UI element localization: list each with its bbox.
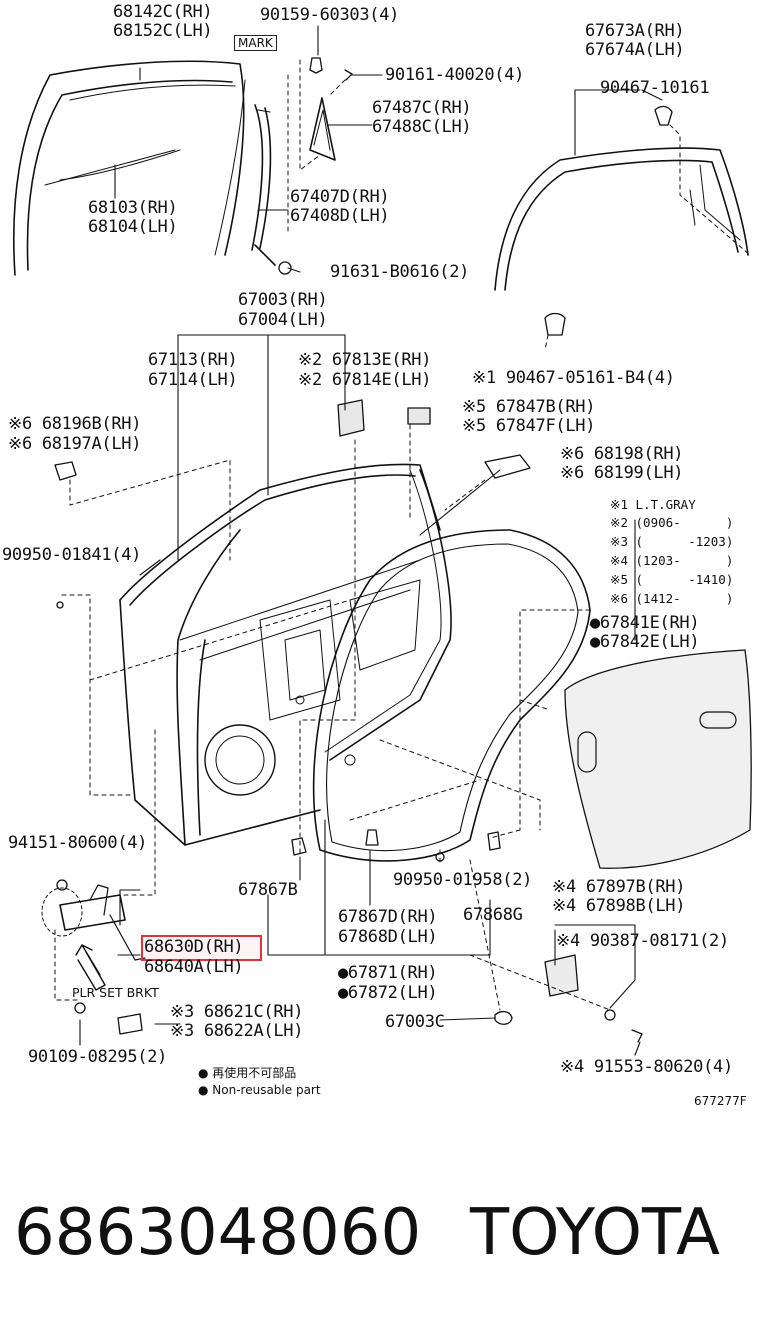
division-bar-drawing [251, 104, 276, 266]
label-90161: 90161-40020(4) [385, 65, 525, 85]
highlight-box [141, 935, 262, 961]
label-67871: ●67871(RH) [338, 963, 438, 983]
note-5: ※5 ( -1410) [610, 572, 734, 587]
label-67408d: 67408D(LH) [290, 206, 390, 226]
label-67003c: 67003C [385, 1012, 445, 1032]
legend-english: ● Non-reusable part [198, 1083, 321, 1097]
label-91553: ※4 91553-80620(4) [560, 1057, 733, 1077]
label-68104: 68104(LH) [88, 217, 178, 237]
door-check-drawing [41, 884, 146, 961]
label-67868d: 67868D(LH) [338, 927, 438, 947]
label-68622a: ※3 68622A(LH) [170, 1021, 304, 1041]
label-67898b: ※4 67898B(LH) [552, 896, 686, 916]
label-67114: 67114(LH) [148, 370, 238, 390]
label-68142c: 68142C(RH) [113, 2, 213, 22]
mark-box: MARK [234, 35, 277, 51]
note-4: ※4 (1203- ) [610, 553, 734, 568]
label-68640a: 68640A(LH) [144, 957, 244, 977]
note-3: ※3 ( -1203) [610, 534, 734, 549]
label-67003: 67003(RH) [238, 290, 328, 310]
label-67847f: ※5 67847F(LH) [462, 416, 596, 436]
label-67673a: 67673A(RH) [585, 21, 685, 41]
label-68199: ※6 68199(LH) [560, 463, 684, 483]
label-91631: 91631-B0616(2) [330, 262, 470, 282]
label-67841e: ●67841E(RH) [590, 613, 700, 633]
label-68630d: 68630D(RH) [144, 937, 244, 957]
door-glass-run-drawing [13, 60, 246, 276]
label-68197a: ※6 68197A(LH) [8, 434, 142, 454]
label-68152c: 68152C(LH) [113, 21, 213, 41]
label-90467-05161: ※1 90467-05161-B4(4) [472, 368, 675, 388]
label-94151: 94151-80600(4) [8, 833, 148, 853]
note-6: ※6 (1412- ) [610, 591, 734, 606]
legend-japanese: ● 再使用不可部品 [198, 1066, 297, 1080]
label-68103: 68103(RH) [88, 198, 178, 218]
note-1: ※1 L.T.GRAY [610, 497, 696, 512]
label-68196b: ※6 68196B(RH) [8, 414, 142, 434]
door-panel-drawing [119, 463, 452, 846]
label-67674a: 67674A(LH) [585, 40, 685, 60]
label-67842e: ●67842E(LH) [590, 632, 700, 652]
door-weatherstrip-drawing [312, 529, 591, 862]
label-68621c: ※3 68621C(RH) [170, 1002, 304, 1022]
label-90950-01958: 90950-01958(2) [393, 870, 533, 890]
rear-glass-run-drawing [494, 147, 749, 291]
label-67847b: ※5 67847B(RH) [462, 397, 596, 417]
label-67113: 67113(RH) [148, 350, 238, 370]
label-90950-01841: 90950-01841(4) [2, 545, 142, 565]
label-67867b: 67867B [238, 880, 298, 900]
label-67407d: 67407D(RH) [290, 187, 390, 207]
label-68198: ※6 68198(RH) [560, 444, 684, 464]
dashed-guide-lines [54, 59, 751, 1011]
label-67004: 67004(LH) [238, 310, 328, 330]
quarter-piece-drawing [309, 97, 336, 161]
arrow-drawing [75, 944, 106, 991]
label-67872: ●67872(LH) [338, 983, 438, 1003]
label-67813e: ※2 67813E(RH) [298, 350, 432, 370]
label-67897b: ※4 67897B(RH) [552, 877, 686, 897]
label-90109: 90109-08295(2) [28, 1047, 168, 1067]
label-90467-10161: 90467-10161 [600, 78, 710, 98]
drawing-code: 677277F [694, 1094, 747, 1108]
label-67867d: 67867D(RH) [338, 907, 438, 927]
label-90159: 90159-60303(4) [260, 5, 400, 25]
label-67868g: 67868G [463, 905, 523, 925]
brand-name: TOYOTA [470, 1196, 720, 1270]
label-67488c: 67488C(LH) [372, 117, 472, 137]
service-hole-cover-drawing [564, 649, 752, 869]
part-number: 6863048060 [14, 1196, 422, 1270]
label-67487c: 67487C(RH) [372, 98, 472, 118]
note-2: ※2 (0906- ) [610, 515, 734, 530]
label-plr-set-brkt: PLR SET BRKT [72, 985, 159, 1000]
label-67814e: ※2 67814E(LH) [298, 370, 432, 390]
label-90387: ※4 90387-08171(2) [556, 931, 729, 951]
